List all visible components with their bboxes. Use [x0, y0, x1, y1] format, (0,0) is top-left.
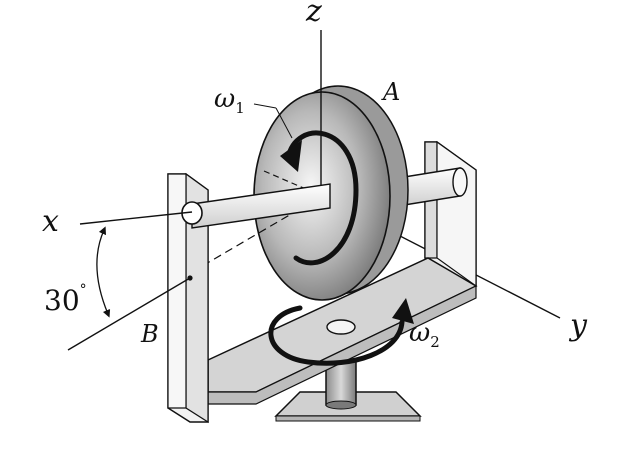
- angle-unit: °: [79, 282, 87, 298]
- omega1-leader-tick: [275, 107, 293, 139]
- omega2-arrow: [268, 298, 414, 366]
- z-axis-label: z: [306, 0, 322, 29]
- x-axis-label: x: [42, 204, 59, 239]
- point-b-label: B: [141, 320, 159, 348]
- omega1-label: ω1: [214, 84, 245, 117]
- x-axis-line: [79, 211, 193, 225]
- omega2-subscript: 2: [430, 333, 440, 351]
- omega2-symbol: ω: [409, 318, 431, 348]
- y-axis-label: y: [570, 308, 587, 343]
- angle-value: 30: [44, 284, 80, 317]
- angle-label: 30°: [44, 282, 87, 317]
- omega1-leader: [253, 103, 277, 109]
- disk-a-label: A: [383, 78, 401, 106]
- left-upright: [167, 172, 209, 424]
- omega1-subscript: 1: [235, 99, 245, 117]
- b-axis-line: [67, 277, 191, 351]
- omega2-label: ω2: [409, 318, 440, 351]
- omega1-arrow: [280, 130, 359, 266]
- angle-arc: [96, 226, 111, 318]
- omega1-symbol: ω: [214, 84, 236, 114]
- shaft-left: [181, 183, 331, 229]
